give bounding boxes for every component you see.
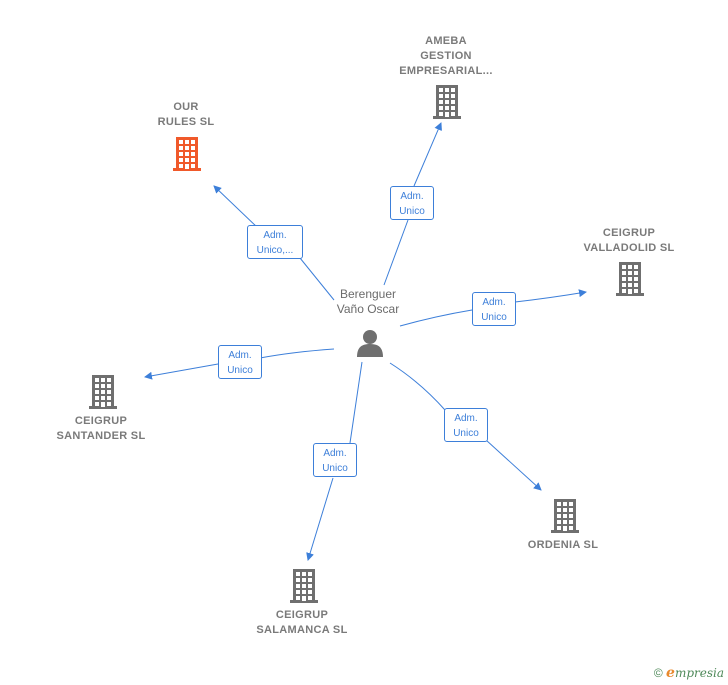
ameba-building-icon[interactable] (433, 85, 461, 124)
company-label-line: RULES SL (157, 116, 215, 128)
role-box-line: Unico (399, 206, 425, 217)
company-label-ceigrup-valladolid[interactable]: CEIGRUP VALLADOLID SL (549, 226, 709, 256)
company-label-ceigrup-salamanca[interactable]: CEIGRUP SALAMANCA SL (222, 608, 382, 638)
edge-ordenia (389, 362, 541, 490)
company-label-line: OUR (173, 101, 199, 113)
our-rules-building-icon[interactable] (173, 137, 201, 176)
company-label-ordenia[interactable]: ORDENIA SL (483, 538, 643, 553)
copyright-symbol: © (653, 666, 663, 680)
person-icon[interactable] (355, 328, 385, 358)
company-label-ameba[interactable]: AMEBA GESTION EMPRESARIAL... (366, 34, 526, 79)
edge-our-rules (214, 186, 335, 301)
company-label-ceigrup-santander[interactable]: CEIGRUP SANTANDER SL (21, 414, 181, 444)
ceigrup-salamanca-building-icon[interactable] (290, 569, 318, 608)
ordenia-building-icon[interactable] (551, 499, 579, 538)
role-box-line: Adm. (482, 297, 506, 308)
company-label-line: AMEBA (425, 35, 467, 47)
role-box-line: Unico,... (256, 245, 294, 256)
role-box-line: Unico (453, 428, 479, 439)
company-label-line: SANTANDER SL (56, 430, 146, 442)
role-box-ordenia[interactable]: Adm. Unico (444, 408, 488, 442)
role-box-line: Unico (322, 463, 348, 474)
company-label-line: VALLADOLID SL (583, 242, 675, 254)
role-box-our-rules[interactable]: Adm. Unico,... (247, 225, 303, 259)
company-label-line: ORDENIA SL (527, 539, 599, 551)
person-name[interactable]: Berenguer Vaño Oscar (318, 287, 418, 317)
role-box-line: Adm. (263, 230, 287, 241)
company-label-line: CEIGRUP (74, 415, 128, 427)
role-box-line: Adm. (323, 448, 347, 459)
company-label-line: CEIGRUP (275, 609, 329, 621)
edge-ceigrup-salamanca (308, 361, 363, 560)
footer-brand: © empresia (654, 665, 724, 681)
company-label-our-rules[interactable]: OUR RULES SL (106, 100, 266, 130)
role-box-ceigrup-santander[interactable]: Adm. Unico (218, 345, 262, 379)
edge-ceigrup-valladolid (399, 292, 586, 327)
ceigrup-valladolid-building-icon[interactable] (616, 262, 644, 301)
ceigrup-santander-building-icon[interactable] (89, 375, 117, 414)
person-name-line2: Vaño Oscar (336, 302, 400, 316)
role-box-line: Adm. (454, 413, 478, 424)
company-label-line: CEIGRUP (602, 227, 656, 239)
company-label-line: EMPRESARIAL... (399, 65, 493, 77)
role-box-ceigrup-salamanca[interactable]: Adm. Unico (313, 443, 357, 477)
role-box-line: Adm. (228, 350, 252, 361)
brand-logo: empresia (666, 665, 724, 681)
role-box-line: Adm. (400, 191, 424, 202)
role-box-line: Unico (481, 312, 507, 323)
company-label-line: SALAMANCA SL (256, 624, 348, 636)
role-box-ameba[interactable]: Adm. Unico (390, 186, 434, 220)
person-name-line1: Berenguer (339, 287, 397, 301)
edge-ceigrup-santander (145, 348, 335, 377)
company-label-line: GESTION (420, 50, 472, 62)
role-box-line: Unico (227, 365, 253, 376)
edge-ameba (383, 123, 441, 286)
role-box-ceigrup-valladolid[interactable]: Adm. Unico (472, 292, 516, 326)
